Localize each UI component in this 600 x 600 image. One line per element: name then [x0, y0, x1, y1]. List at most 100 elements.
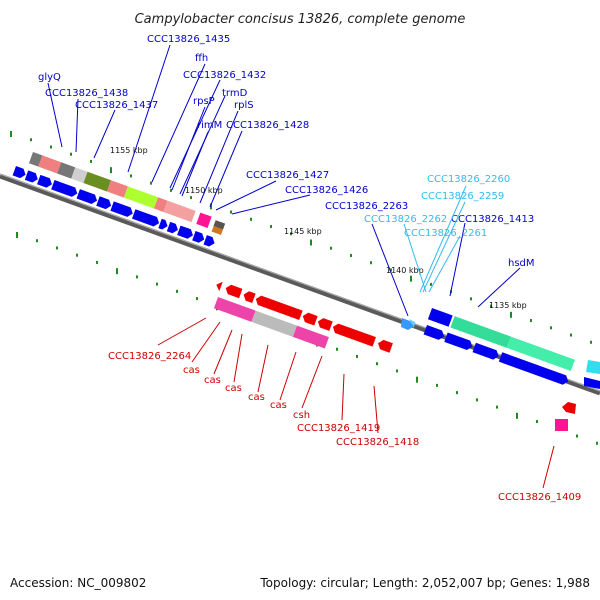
forward-labels: glyQ CCC13826_1438 CCC13826_1437 CCC1382… — [38, 34, 535, 308]
forward-strand-upper-left — [12, 152, 226, 247]
scale-tick — [516, 412, 518, 419]
scale-tick — [376, 362, 378, 366]
scale-tick — [570, 333, 572, 337]
gene-label-2264: CCC13826_2264 — [108, 351, 191, 362]
gene-label-1409: CCC13826_1409 — [498, 492, 581, 503]
gene-label-rpsP: rpsP — [193, 96, 215, 107]
gene-label-1418: CCC13826_1418 — [336, 437, 419, 448]
gene-label-csh: csh — [293, 410, 310, 421]
gene-label-2259: CCC13826_2259 — [421, 191, 504, 202]
reverse-feature-track — [213, 297, 329, 349]
scale-tick — [116, 268, 118, 275]
scale-tick — [170, 188, 172, 192]
scale-tick — [176, 289, 178, 293]
rna-labels: CCC13826_2263 CCC13826_2260 CCC13826_225… — [325, 174, 510, 317]
gene-label-glyQ: glyQ — [38, 72, 61, 83]
scale-tick — [156, 282, 158, 286]
gene-label-cas-2: cas — [204, 375, 221, 386]
scale-tick — [370, 261, 372, 265]
scale-tick — [130, 174, 132, 178]
reverse-labels: CCC13826_2264 cas cas cas cas cas csh CC… — [108, 317, 581, 503]
gene-label-1419: CCC13826_1419 — [297, 423, 380, 434]
scale-tick — [470, 297, 472, 301]
gene-label-2260: CCC13826_2260 — [427, 174, 510, 185]
scale-tick — [10, 131, 12, 137]
accession-text: Accession: NC_009802 — [10, 576, 146, 590]
reverse-gene-1409 — [562, 402, 576, 414]
scale-tick — [330, 246, 332, 250]
gene-label-1432: CCC13826_1432 — [183, 70, 266, 81]
scale-tick — [16, 232, 18, 238]
scale-tick — [150, 181, 152, 185]
scale-tick — [430, 282, 432, 286]
gene-label-1438: CCC13826_1438 — [45, 88, 128, 99]
feature-olive — [83, 171, 112, 192]
scale-tick — [530, 319, 532, 323]
scale-tick — [310, 239, 312, 246]
gene-label-cas-3: cas — [225, 383, 242, 394]
scale-label-1150: 1150 kbp — [185, 186, 223, 195]
scale-tick — [576, 434, 578, 438]
gene-label-2263: CCC13826_2263 — [325, 201, 408, 212]
scale-tick — [350, 253, 352, 257]
scale-tick — [416, 376, 418, 383]
scale-tick — [30, 138, 32, 142]
gene-label-1435: CCC13826_1435 — [147, 34, 230, 45]
forward-strand-right — [423, 308, 600, 389]
scale-tick — [476, 398, 478, 402]
gene-label-trmD: trmD — [222, 88, 248, 99]
scale-tick — [196, 297, 198, 301]
scale-tick — [290, 232, 292, 236]
scale-tick — [490, 304, 492, 308]
feature-pink-1 — [196, 212, 212, 228]
reverse-feature-1409 — [555, 419, 568, 431]
scale-tick — [230, 210, 232, 214]
feature-lime — [123, 186, 159, 209]
gene-label-2262: CCC13826_2262 — [364, 214, 447, 225]
scale-tick — [536, 420, 538, 424]
scale-tick — [96, 260, 98, 264]
gene-label-1437: CCC13826_1437 — [75, 100, 158, 111]
scale-tick — [590, 340, 592, 344]
scale-labels: 1155 kbp 1150 kbp 1145 kbp 1140 kbp 1135… — [110, 146, 527, 310]
forward-gene-arrows-row1 — [12, 166, 215, 247]
backbone — [0, 173, 600, 396]
gene-label-cas-4: cas — [248, 392, 265, 403]
feature-salmon-1 — [38, 155, 62, 174]
gene-label-1428: CCC13826_1428 — [226, 120, 309, 131]
gene-label-1413: CCC13826_1413 — [451, 214, 534, 225]
feature-track-upper — [28, 152, 226, 235]
scale-tick — [36, 239, 38, 243]
scale-tick — [110, 167, 112, 174]
feature-cyan-edge — [586, 360, 600, 374]
topology-text: Topology: circular; Length: 2,052,007 bp… — [259, 576, 590, 590]
scale-tick — [390, 268, 392, 272]
scale-tick — [436, 383, 438, 387]
scale-tick — [270, 225, 272, 229]
feature-salmon-3 — [153, 197, 168, 212]
gene-label-1427: CCC13826_1427 — [246, 170, 329, 181]
gene-label-2261: CCC13826_2261 — [404, 228, 487, 239]
scale-tick — [70, 152, 72, 156]
feature-gray-2 — [57, 162, 76, 179]
scale-tick — [596, 441, 598, 445]
map-title: Campylobacter concisus 13826, complete g… — [135, 12, 466, 27]
scale-tick — [456, 391, 458, 395]
feature-blue-edge — [584, 377, 600, 389]
feature-gray-1 — [28, 152, 43, 167]
forward-gene-arrows-row2 — [423, 325, 569, 385]
feature-lightgray-1 — [71, 167, 88, 184]
scale-label-1135: 1135 kbp — [489, 301, 527, 310]
gene-label-ffh: ffh — [195, 53, 208, 64]
feature-track-right — [427, 308, 575, 372]
scale-tick — [410, 275, 412, 282]
scale-label-1155: 1155 kbp — [110, 146, 148, 155]
gene-label-hsdM: hsdM — [508, 258, 535, 269]
scale-tick — [510, 311, 512, 318]
scale-tick — [76, 253, 78, 257]
scale-tick — [50, 145, 52, 149]
feature-salmon-2 — [106, 180, 128, 198]
gene-label-cas-5: cas — [270, 400, 287, 411]
scale-tick — [250, 217, 252, 221]
